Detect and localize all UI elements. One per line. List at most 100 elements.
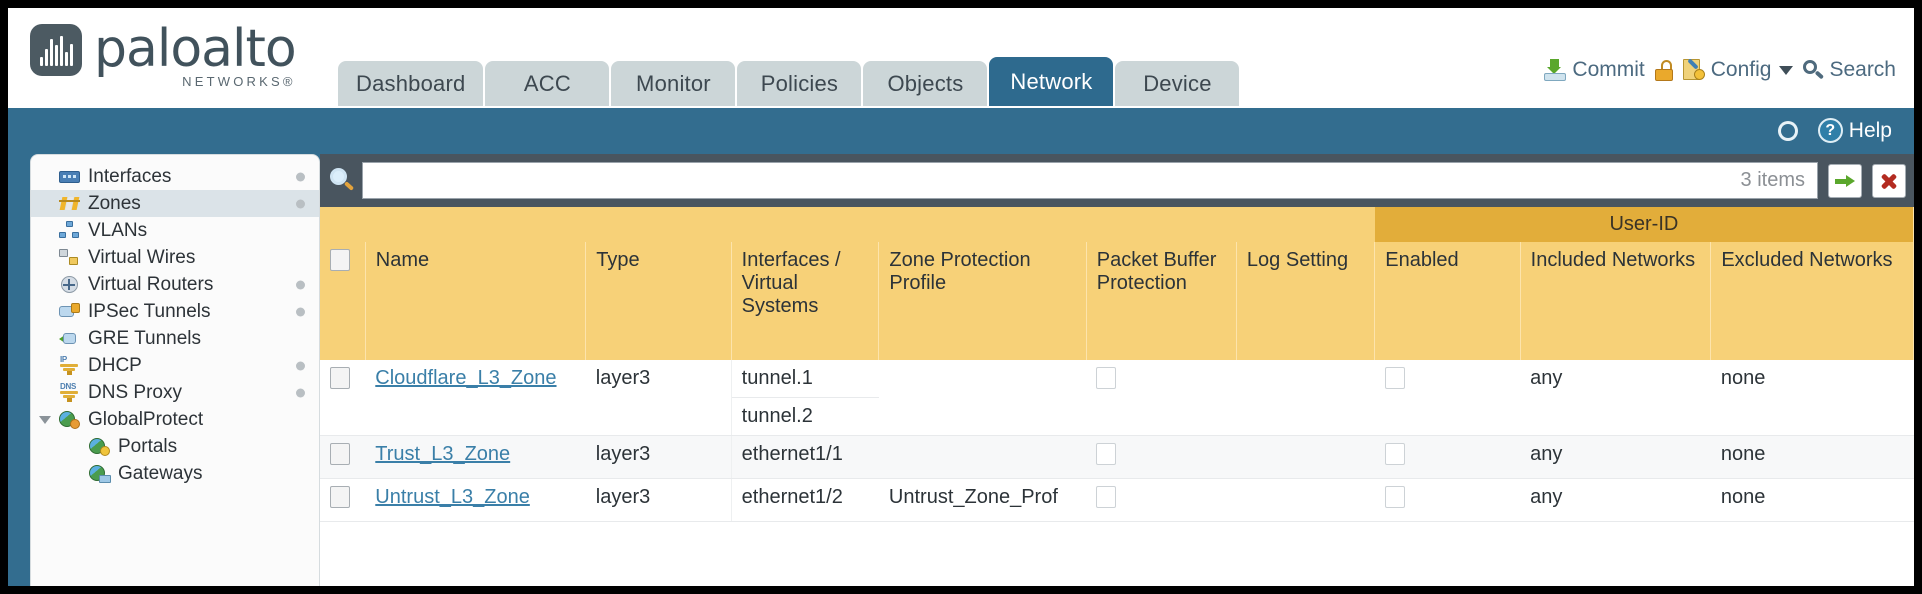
brand-name: paloalto [94, 19, 297, 79]
cell-excluded-networks: none [1710, 435, 1914, 479]
tab-dashboard[interactable]: Dashboard [338, 61, 484, 106]
globalprotect-icon [59, 410, 80, 429]
cell-packet-buffer-protection [1086, 478, 1237, 522]
cell-type: layer3 [585, 435, 732, 479]
status-dot [296, 280, 305, 289]
col-header-interfaces[interactable]: Interfaces / Virtual Systems [731, 242, 880, 360]
sidebar-label: Gateways [118, 462, 203, 484]
sidebar-label: Virtual Wires [88, 246, 196, 268]
row-select-cell [320, 478, 366, 522]
col-header-zone-protection-profile[interactable]: Zone Protection Profile [878, 242, 1087, 360]
config-icon [1682, 58, 1705, 81]
packet-buffer-protection-checkbox[interactable] [1096, 486, 1117, 508]
help-label: Help [1848, 118, 1892, 142]
status-dot [296, 361, 305, 370]
zone-name-link[interactable]: Trust_L3_Zone [375, 443, 511, 465]
cell-name: Cloudflare_L3_Zone [365, 360, 586, 436]
cell-included-networks: any [1520, 478, 1711, 522]
sidebar-item-dhcp[interactable]: IP DHCP [31, 352, 319, 379]
col-header-log-setting[interactable]: Log Setting [1236, 242, 1376, 360]
sidebar-label: Interfaces [88, 165, 172, 187]
unlocked-padlock-icon[interactable] [1654, 59, 1673, 81]
sidebar-item-gre-tunnels[interactable]: GRE Tunnels [31, 325, 319, 352]
expand-triangle-icon[interactable] [39, 415, 51, 424]
cell-included-networks: any [1520, 360, 1711, 436]
sidebar-item-portals[interactable]: Portals [31, 433, 319, 460]
cell-log-setting [1236, 478, 1375, 522]
cell-included-networks: any [1520, 435, 1711, 479]
table-row[interactable]: Cloudflare_L3_Zone layer3 tunnel.1 tunne… [320, 360, 1914, 436]
packet-buffer-protection-checkbox[interactable] [1096, 367, 1117, 389]
brand-subtitle: NETWORKS® [182, 74, 296, 89]
clear-filter-button[interactable] [1872, 163, 1906, 198]
search-button[interactable]: Search [1803, 58, 1896, 82]
blue-action-band: ? Help [8, 108, 1914, 160]
band-tools: ? Help [1776, 118, 1892, 143]
status-dot [296, 172, 305, 181]
network-sidebar: Interfaces Zones VLANs Virtual Wires [30, 154, 320, 586]
config-menu[interactable]: Config [1682, 58, 1794, 82]
userid-enabled-checkbox[interactable] [1384, 367, 1405, 389]
portals-icon [89, 437, 110, 456]
tab-monitor[interactable]: Monitor [611, 61, 736, 106]
sidebar-item-virtual-routers[interactable]: Virtual Routers [31, 271, 319, 298]
zones-table: User-ID Name Type Interfaces / Virtual S… [320, 207, 1914, 522]
help-button[interactable]: ? Help [1817, 118, 1892, 143]
status-dot [296, 199, 305, 208]
zones-icon [59, 194, 80, 213]
gre-tunnels-icon [59, 329, 80, 348]
row-checkbox[interactable] [330, 367, 350, 389]
row-checkbox[interactable] [330, 486, 350, 508]
green-arrow-icon [1835, 174, 1855, 187]
commit-button[interactable]: Commit [1544, 58, 1645, 82]
row-checkbox[interactable] [330, 443, 350, 465]
table-row[interactable]: Untrust_L3_Zone layer3 ethernet1/2 Untru… [320, 478, 1914, 522]
col-header-enabled[interactable]: Enabled [1374, 242, 1521, 360]
virtual-routers-icon [59, 275, 80, 294]
table-row[interactable]: Trust_L3_Zone layer3 ethernet1/1 [320, 435, 1914, 479]
sidebar-item-gateways[interactable]: Gateways [31, 460, 319, 487]
tab-policies[interactable]: Policies [737, 61, 862, 106]
sidebar-item-vlans[interactable]: VLANs [31, 217, 319, 244]
userid-enabled-checkbox[interactable] [1384, 443, 1405, 465]
tab-network[interactable]: Network [989, 57, 1114, 106]
sidebar-label: VLANs [88, 219, 148, 241]
tab-acc[interactable]: ACC [485, 61, 610, 106]
col-header-included-networks[interactable]: Included Networks [1520, 242, 1712, 360]
sidebar-label: GRE Tunnels [88, 327, 201, 349]
tab-objects[interactable]: Objects [863, 61, 988, 106]
packet-buffer-protection-checkbox[interactable] [1096, 443, 1117, 465]
apply-filter-button[interactable] [1828, 163, 1862, 198]
items-count: 3 items [1740, 169, 1805, 191]
col-header-excluded-networks[interactable]: Excluded Networks [1710, 242, 1914, 360]
sidebar-item-globalprotect[interactable]: GlobalProtect [31, 406, 319, 433]
config-label: Config [1710, 58, 1772, 81]
userid-enabled-checkbox[interactable] [1384, 486, 1405, 508]
cell-name: Untrust_L3_Zone [365, 478, 586, 522]
cell-userid-enabled [1374, 360, 1521, 436]
help-question-icon: ? [1817, 118, 1843, 143]
zone-name-link[interactable]: Cloudflare_L3_Zone [375, 367, 557, 389]
group-header-user-id: User-ID [1374, 207, 1914, 242]
sidebar-item-interfaces[interactable]: Interfaces [31, 163, 319, 190]
header-tools: Commit Config Search [1544, 58, 1896, 82]
sidebar-item-virtual-wires[interactable]: Virtual Wires [31, 244, 319, 271]
cell-userid-enabled [1374, 435, 1521, 479]
zone-name-link[interactable]: Untrust_L3_Zone [375, 486, 530, 508]
status-dot [296, 388, 305, 397]
tab-device[interactable]: Device [1115, 61, 1240, 106]
cell-excluded-networks: none [1710, 478, 1914, 522]
group-header-spacer [320, 207, 1375, 242]
sidebar-item-zones[interactable]: Zones [31, 190, 319, 217]
interface-entry: tunnel.2 [741, 405, 813, 427]
search-input[interactable]: 3 items [362, 162, 1818, 199]
sidebar-item-dns-proxy[interactable]: DNS DNS Proxy [31, 379, 319, 406]
col-header-type[interactable]: Type [585, 242, 732, 360]
sidebar-item-ipsec-tunnels[interactable]: IPSec Tunnels [31, 298, 319, 325]
col-header-name[interactable]: Name [365, 242, 587, 360]
col-header-packet-buffer-protection[interactable]: Packet Buffer Protection [1086, 242, 1237, 360]
refresh-icon[interactable] [1776, 119, 1800, 143]
select-all-checkbox[interactable] [330, 249, 350, 271]
main-tab-bar: Dashboard ACC Monitor Policies Objects N… [338, 57, 1240, 106]
chevron-down-icon [1779, 65, 1794, 75]
